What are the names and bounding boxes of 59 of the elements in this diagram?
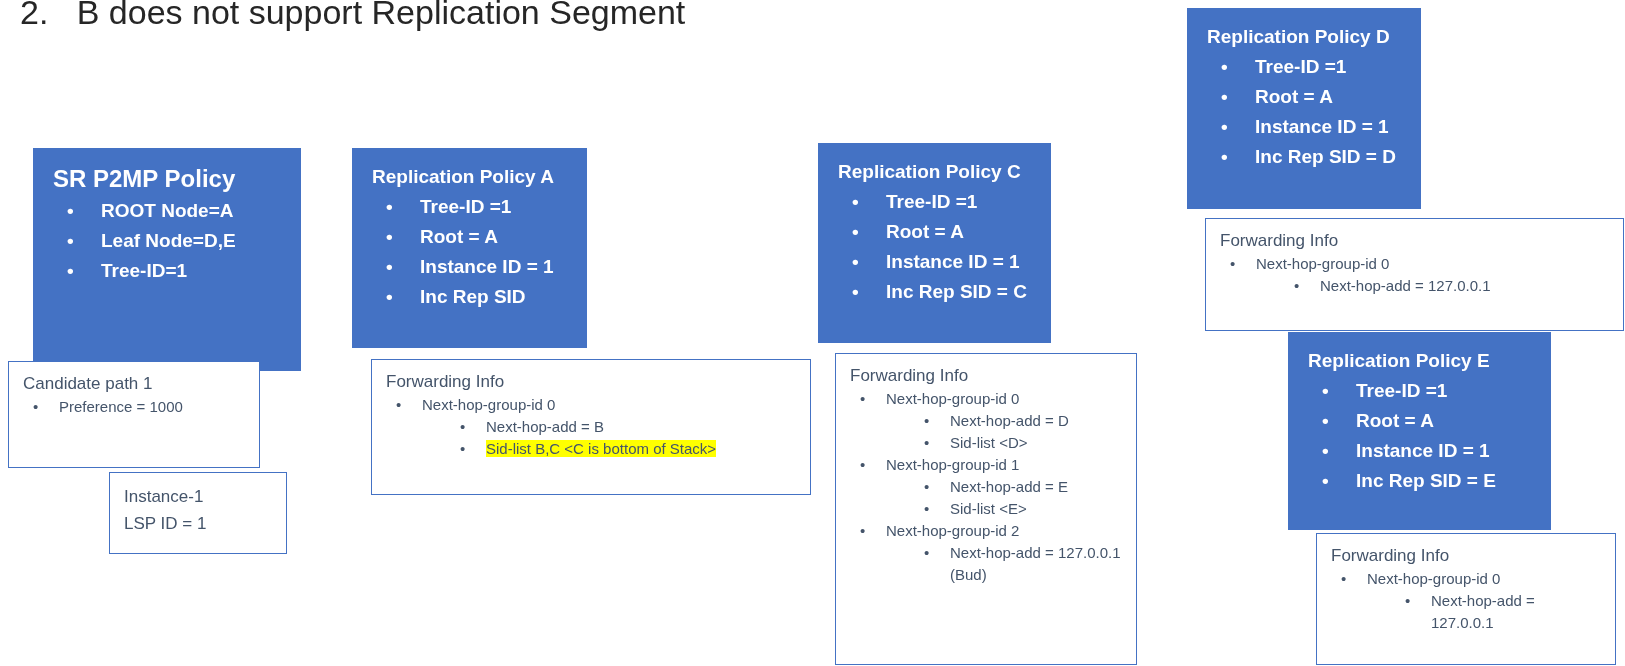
box-heading: Forwarding Info: [1220, 230, 1340, 252]
policy-box: [1288, 332, 1551, 530]
policy-box: [352, 148, 587, 348]
list-item: • Inc Rep SID = E: [1322, 469, 1497, 493]
list-item: • Root = A: [386, 225, 499, 249]
box-heading: Forwarding Info: [386, 371, 506, 393]
list-item: • ROOT Node=A: [67, 199, 235, 223]
box-heading: Replication Policy D: [1207, 25, 1391, 49]
list-item: LSP ID = 1: [124, 513, 208, 535]
slide-title: 2. B does not support Replication Segment: [20, 0, 686, 33]
box-heading: SR P2MP Policy: [53, 164, 237, 194]
list-item: • Instance ID = 1: [1221, 115, 1390, 139]
list-item: • Next-hop-group-id 0: [860, 389, 1021, 409]
info-box: [8, 361, 260, 468]
list-item: • Next-hop-group-id 2: [860, 521, 1021, 541]
list-item: • Leaf Node=D,E: [67, 229, 237, 253]
list-item: • Next-hop-group-id 1: [860, 455, 1021, 475]
policy-box: [33, 148, 301, 371]
info-box: [835, 353, 1137, 665]
list-item: • Next-hop-add = 127.0.0.1: [1405, 591, 1536, 633]
policy-box: [818, 143, 1051, 343]
list-item: • Instance ID = 1: [852, 250, 1021, 274]
box-heading: Forwarding Info: [1331, 545, 1451, 567]
list-item: • Instance ID = 1: [386, 255, 555, 279]
list-item: • Inc Rep SID = C: [852, 280, 1028, 304]
info-box: [1316, 533, 1616, 665]
info-box: [109, 472, 287, 554]
info-box: [1205, 218, 1624, 331]
list-item: • Tree-ID =1: [852, 190, 979, 214]
list-item: • Preference = 1000: [33, 397, 184, 417]
list-item: • Tree-ID =1: [1221, 55, 1348, 79]
box-heading: Replication Policy C: [838, 160, 1022, 184]
list-item: • Sid-list B,C <C is bottom of Stack>: [460, 439, 718, 459]
list-item: • Tree-ID =1: [1322, 379, 1449, 403]
list-item: • Next-hop-add = E: [924, 477, 1069, 497]
list-item: • Root = A: [1322, 409, 1435, 433]
info-box: [371, 359, 811, 495]
list-item: • Next-hop-group-id 0: [1230, 254, 1391, 274]
box-heading: Instance-1: [124, 486, 205, 508]
list-item: • Inc Rep SID: [386, 285, 527, 309]
list-item: • Next-hop-group-id 0: [396, 395, 557, 415]
box-heading: Replication Policy A: [372, 165, 555, 189]
list-item: • Inc Rep SID = D: [1221, 145, 1397, 169]
list-item: • Sid-list <E>: [924, 499, 1028, 519]
list-item: • Sid-list <D>: [924, 433, 1029, 453]
list-item: • Next-hop-group-id 0: [1341, 569, 1502, 589]
list-item: • Next-hop-add = 127.0.0.1 (Bud): [924, 543, 1122, 585]
box-heading: Replication Policy E: [1308, 349, 1491, 373]
box-heading: Candidate path 1: [23, 373, 154, 395]
list-item: • Next-hop-add = B: [460, 417, 605, 437]
policy-box: [1187, 8, 1421, 209]
list-item: • Tree-ID=1: [67, 259, 189, 283]
list-item: • Next-hop-add = D: [924, 411, 1070, 431]
list-item: • Instance ID = 1: [1322, 439, 1491, 463]
list-item: • Root = A: [1221, 85, 1334, 109]
list-item: • Next-hop-add = 127.0.0.1: [1294, 276, 1492, 296]
list-item: • Tree-ID =1: [386, 195, 513, 219]
list-item: • Root = A: [852, 220, 965, 244]
box-heading: Forwarding Info: [850, 365, 970, 387]
